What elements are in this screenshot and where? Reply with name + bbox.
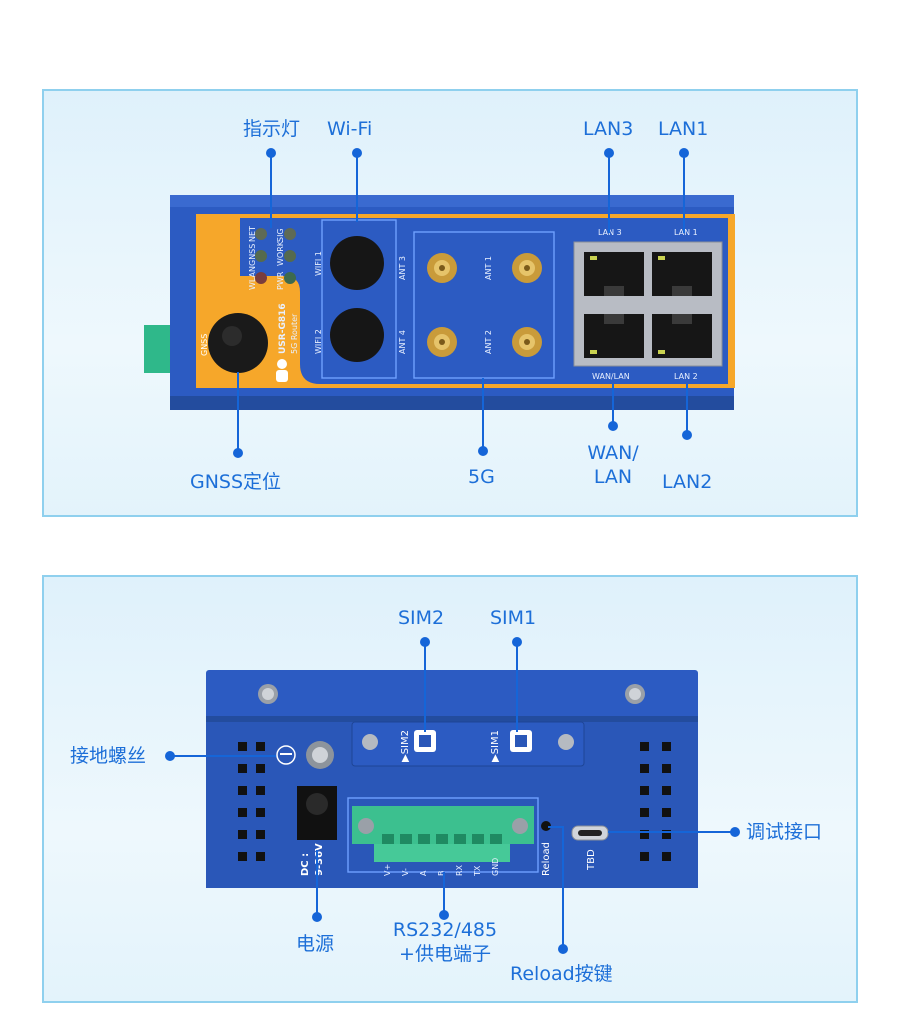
- ant4-label: ANT 4: [398, 330, 407, 354]
- leader-line: [516, 642, 518, 732]
- leader-line: [237, 372, 239, 450]
- dc-label-1: DC :: [300, 852, 311, 876]
- leader-line: [612, 384, 614, 424]
- ant3-label: ANT 3: [398, 256, 407, 280]
- port-label-wan-lan: WAN/LAN: [592, 372, 630, 381]
- led-label-gnss: GNSS: [248, 243, 257, 266]
- pin-label-vplus: V+: [383, 863, 392, 876]
- wifi1-label: WIFI 1: [314, 251, 323, 276]
- leader-line: [316, 850, 318, 914]
- brand-logo: [276, 359, 288, 382]
- gnss-port-label: GNSS: [200, 333, 209, 356]
- led-label-pwr: PWR: [276, 271, 285, 290]
- brand-model: USR-G816: [278, 303, 288, 354]
- callout-dot: [478, 446, 488, 456]
- back-body-top: [206, 670, 698, 720]
- din-clip: [144, 325, 172, 373]
- pin-label-rx: RX: [455, 864, 464, 876]
- leader-line: [548, 826, 562, 828]
- leader-line: [608, 153, 610, 233]
- callout-ground: 接地螺丝: [70, 745, 147, 767]
- callout-dot: [558, 944, 568, 954]
- callout-sim1: SIM1: [490, 607, 537, 629]
- reload-hole: [541, 821, 551, 831]
- wifi2-label: WIFI 2: [314, 329, 323, 354]
- sim2-label: ▶SIM2: [400, 730, 411, 762]
- led-label-wlan: WLAN: [248, 265, 257, 290]
- callout-terminal-line1: RS232/485: [392, 919, 498, 941]
- callout-wan-lan-line2: LAN: [593, 466, 633, 488]
- callout-wan-lan-line1: WAN/: [587, 442, 639, 464]
- callout-dot: [233, 448, 243, 458]
- right-vents: [640, 742, 671, 861]
- callout-dot: [439, 910, 449, 920]
- leader-line: [424, 642, 426, 732]
- led-label-work: WORK: [276, 240, 285, 266]
- callout-dot: [682, 430, 692, 440]
- leader-line: [482, 378, 484, 448]
- callout-dot: [730, 827, 740, 837]
- sim-tray: [351, 721, 585, 767]
- callout-wifi: Wi-Fi: [327, 118, 373, 140]
- leader-line: [683, 153, 685, 233]
- callout-terminal-line2: +供电端子: [399, 943, 491, 965]
- wifi1-connector: [330, 236, 384, 290]
- callout-power: 电源: [296, 933, 335, 955]
- back-device: [206, 670, 698, 888]
- leader-line: [686, 384, 688, 432]
- leader-line: [608, 831, 734, 833]
- pin-label-vminus: V-: [401, 868, 410, 876]
- pin-label-tx: TX: [473, 865, 482, 876]
- ant2-label: ANT 2: [484, 330, 493, 354]
- sim1-label: ▶SIM1: [490, 730, 501, 762]
- callout-dot: [608, 421, 618, 431]
- port-label-lan2: LAN 2: [674, 372, 698, 381]
- leader-line: [562, 826, 564, 946]
- ant1-label: ANT 1: [484, 256, 493, 280]
- callout-lan3: LAN3: [583, 118, 634, 140]
- callout-5g: 5G: [468, 466, 495, 488]
- callout-debug: 调试接口: [746, 821, 823, 843]
- top-screws: [258, 684, 645, 704]
- leader-line: [270, 153, 272, 228]
- callout-dot: [312, 912, 322, 922]
- reload-label: Reload: [541, 841, 552, 876]
- callout-reload: Reload按键: [510, 963, 613, 985]
- leader-line: [443, 872, 445, 912]
- wifi2-connector: [330, 308, 384, 362]
- callout-gnss: GNSS定位: [190, 471, 282, 493]
- callout-lan1: LAN1: [658, 118, 709, 140]
- led-group: [255, 228, 296, 284]
- front-device: [144, 195, 735, 410]
- port-label-lan1: LAN 1: [674, 228, 698, 237]
- brand-sub: 5G Router: [290, 313, 299, 354]
- led-label-sig: SIG: [276, 228, 285, 242]
- leader-line: [356, 153, 358, 222]
- tbd-label: TBD: [586, 849, 597, 870]
- left-vents: [238, 742, 265, 861]
- pin-label-gnd: GND: [491, 857, 500, 876]
- ground-symbol: [276, 745, 296, 765]
- callout-lan2: LAN2: [662, 471, 713, 493]
- pin-label-a: A: [419, 870, 428, 876]
- led-label-net: NET: [248, 226, 257, 242]
- callout-indicator: 指示灯: [243, 118, 301, 140]
- callout-sim2: SIM2: [398, 607, 445, 629]
- sma-connectors: [427, 253, 542, 357]
- leader-line: [170, 755, 276, 757]
